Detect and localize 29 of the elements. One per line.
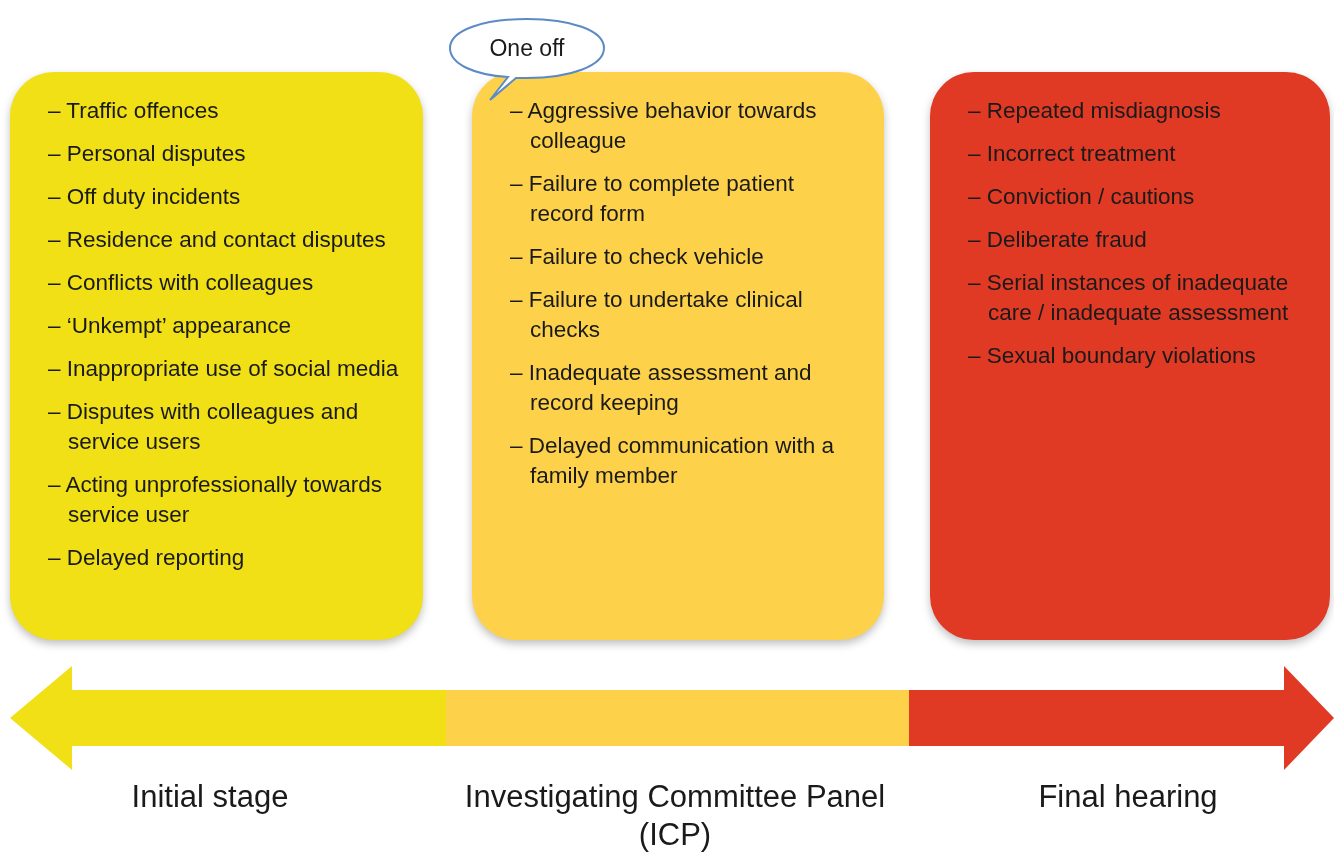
list-item: – Sexual boundary violations — [968, 342, 1257, 370]
list-item: – Conviction / cautions — [968, 183, 1196, 211]
stage-label: Investigating Committee Panel (ICP) — [463, 778, 887, 854]
list-item: – Inadequate assessment and record keeping — [510, 359, 813, 417]
list-item: – Off duty incidents — [48, 183, 242, 211]
list-item: – Personal disputes — [48, 140, 247, 168]
list-item: – Conflicts with colleagues — [48, 269, 315, 297]
list-item: – Delayed communication with a family member — [510, 432, 835, 490]
list-item: – Residence and contact disputes — [48, 226, 387, 254]
list-item: – Incorrect treatment — [968, 140, 1177, 168]
list-item: – Failure to complete patient record form — [510, 170, 795, 228]
list-item: – Aggressive behavior towards colleague — [510, 97, 818, 155]
stage-label: Initial stage — [130, 778, 290, 816]
list-item: – Acting unprofessionally towards service user — [48, 471, 383, 529]
list-item: – Traffic offences — [48, 97, 220, 125]
list-item: – Failure to check vehicle — [510, 243, 765, 271]
stage-label: Final hearing — [1037, 778, 1219, 816]
list-item: – ‘Unkempt’ appearance — [48, 312, 293, 340]
list-item: – Inappropriate use of social media — [48, 355, 400, 383]
stage-card — [930, 72, 1330, 640]
stage-card — [472, 72, 884, 640]
list-item: – Deliberate fraud — [968, 226, 1148, 254]
list-item: – Serial instances of inadequate care / inadequate assessment — [968, 269, 1290, 327]
list-item: – Failure to undertake clinical checks — [510, 286, 804, 344]
bubble-text: One off — [488, 33, 566, 63]
list-item: – Delayed reporting — [48, 544, 246, 572]
list-item: – Repeated misdiagnosis — [968, 97, 1222, 125]
stage-card — [10, 72, 423, 640]
list-item: – Disputes with colleagues and service users — [48, 398, 360, 456]
